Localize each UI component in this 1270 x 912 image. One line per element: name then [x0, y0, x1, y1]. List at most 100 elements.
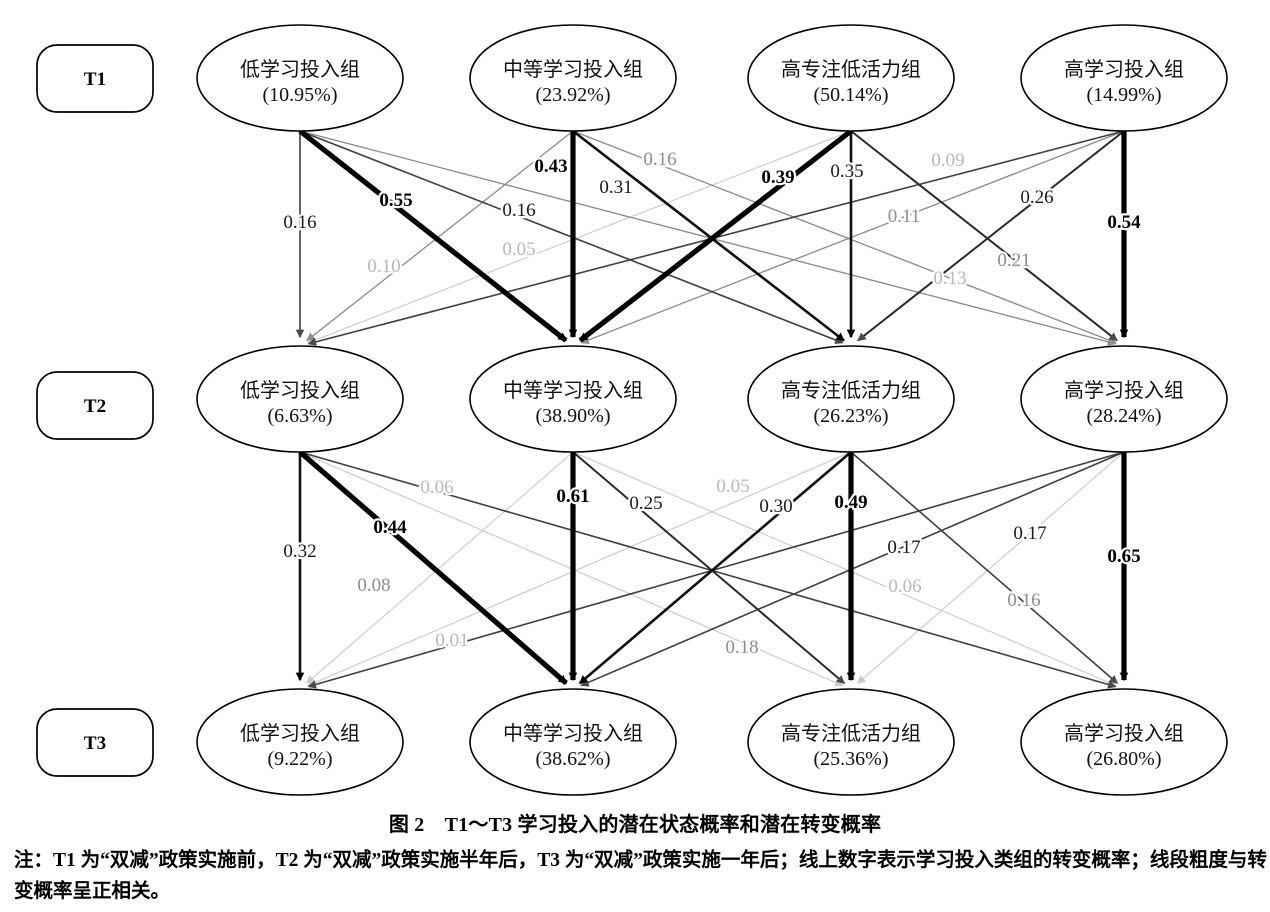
latent-class-node[interactable]: 中等学习投入组(23.92%) — [469, 24, 677, 132]
wave-box — [36, 708, 154, 777]
node-label: 高专注低活力组 — [781, 58, 921, 81]
transition-edge — [298, 128, 568, 343]
latent-class-node[interactable]: 高学习投入组(26.80%) — [1020, 688, 1228, 796]
node-probability: (10.95%) — [263, 84, 338, 106]
node-probability: (14.99%) — [1087, 84, 1162, 106]
node-ellipse — [469, 345, 677, 453]
node-label: 高学习投入组 — [1064, 58, 1184, 81]
transition-probability-label: 0.25 — [629, 493, 662, 514]
edges-layer — [295, 128, 1129, 689]
transition-probability-label: 0.17 — [1013, 523, 1046, 544]
node-label: 高专注低活力组 — [781, 379, 921, 402]
latent-class-node[interactable]: 低学习投入组(9.22%) — [196, 688, 404, 796]
transition-edge — [580, 130, 1125, 345]
transition-probability-label-halo: 0.13 — [933, 268, 966, 289]
transition-edge — [305, 451, 574, 684]
node-probability: (9.22%) — [268, 748, 333, 770]
transition-probability-label-halo: 0.16 — [502, 200, 535, 221]
node-ellipse — [1020, 24, 1228, 132]
transition-probability-label-halo: 0.16 — [643, 149, 676, 170]
transition-probability-label-halo: 0.11 — [888, 206, 921, 227]
node-ellipse — [196, 688, 404, 796]
wave-label-t2: T2 — [36, 371, 154, 440]
node-ellipse — [747, 345, 955, 453]
transition-edge — [850, 451, 1119, 684]
transition-probability-label-halo: 0.44 — [373, 517, 407, 538]
node-probability: (6.63%) — [268, 405, 333, 427]
transition-probability-label: 0.05 — [502, 239, 535, 260]
transition-probability-label-halo: 0.01 — [435, 630, 468, 651]
transition-probability-label: 0.35 — [830, 161, 863, 182]
wave-text: T2 — [84, 396, 106, 417]
transition-probability-label: 0.55 — [379, 190, 412, 211]
transition-edge — [299, 130, 1117, 347]
transition-probability-label-halo: 0.09 — [931, 150, 964, 171]
node-probability: (23.92%) — [536, 84, 611, 106]
transition-diagram: 0.160.160.550.550.160.160.130.130.100.10… — [36, 24, 1228, 796]
node-label: 高专注低活力组 — [781, 722, 921, 745]
transition-probability-label: 0.39 — [761, 167, 794, 188]
transition-edge — [306, 130, 574, 342]
transition-probability-label: 0.17 — [887, 537, 920, 558]
transition-probability-label: 0.06 — [888, 576, 921, 597]
node-probability: (25.36%) — [814, 748, 889, 770]
latent-class-node[interactable]: 高专注低活力组 (50.14%) — [747, 24, 955, 132]
transition-probability-label: 0.32 — [283, 541, 316, 562]
transition-probability-label: 0.10 — [367, 256, 400, 277]
transition-probability-label-halo: 0.54 — [1107, 212, 1141, 233]
transition-probability-label-halo: 0.55 — [379, 190, 412, 211]
wave-text: T1 — [84, 69, 106, 90]
transition-probability-label: 0.16 — [502, 200, 535, 221]
transition-probability-label-halo: 0.05 — [502, 239, 535, 260]
transition-probability-label: 0.65 — [1107, 546, 1140, 567]
node-label: 中等学习投入组 — [503, 722, 643, 745]
latent-class-node[interactable]: 中等学习投入组(38.90%) — [469, 345, 677, 453]
node-ellipse — [196, 24, 404, 132]
transition-probability-label: 0.31 — [599, 177, 632, 198]
transition-probability-label-halo: 0.35 — [830, 161, 863, 182]
node-label: 高学习投入组 — [1064, 722, 1184, 745]
node-probability: (28.24%) — [1087, 405, 1162, 427]
node-ellipse — [1020, 688, 1228, 796]
latent-class-node[interactable]: 低学习投入组(10.95%) — [196, 24, 404, 132]
transition-edge — [572, 451, 846, 684]
latent-class-node[interactable]: 高学习投入组 (14.99%) — [1020, 24, 1228, 132]
transition-probability-label-halo: 0.65 — [1107, 546, 1140, 567]
transition-probability-label-halo: 0.43 — [534, 156, 567, 177]
transition-probability-label: 0.01 — [435, 630, 468, 651]
transition-probability-label-halo: 0.31 — [599, 177, 632, 198]
transition-probability-label: 0.43 — [534, 156, 567, 177]
node-probability: (38.62%) — [536, 748, 611, 770]
transition-edge — [298, 450, 568, 686]
transition-probability-label: 0.08 — [357, 575, 390, 596]
transition-probability-label-halo: 0.26 — [1020, 187, 1053, 208]
node-ellipse — [196, 345, 404, 453]
transition-edge — [578, 451, 852, 685]
node-probability: (50.14%) — [814, 84, 889, 106]
node-ellipse — [747, 688, 955, 796]
transition-probability-label: 0.16 — [643, 149, 676, 170]
transition-probability-label: 0.30 — [759, 496, 792, 517]
transition-edge — [850, 130, 1118, 342]
figure-note: 注：T1 为“双减”政策实施前，T2 为“双减”政策实施半年后，T3 为“双减”… — [14, 850, 1267, 902]
transition-probability-label-halo: 0.25 — [629, 493, 662, 514]
transition-edge — [857, 130, 1125, 342]
transition-probability-label: 0.61 — [556, 486, 589, 507]
latent-class-node[interactable]: 高学习投入组 (28.24%) — [1020, 345, 1228, 453]
edge-labels-layer: 0.160.160.550.550.160.160.130.130.100.10… — [281, 147, 1143, 661]
transition-probability-label-halo: 0.06 — [420, 477, 453, 498]
latent-class-node[interactable]: 高专注低活力组 (25.36%) — [747, 688, 955, 796]
latent-class-node[interactable]: 中等学习投入组 (38.62%) — [469, 688, 677, 796]
node-ellipse — [469, 688, 677, 796]
latent-class-node[interactable]: 高专注低活力组(26.23%) — [747, 345, 955, 453]
wave-box — [36, 44, 154, 113]
figure-caption: 图 2 T1～T3 学习投入的潜在状态概率和潜在转变概率 — [388, 814, 882, 836]
transition-probability-label: 0.21 — [997, 250, 1030, 271]
node-label: 高学习投入组 — [1064, 379, 1184, 402]
transition-probability-label: 0.44 — [373, 517, 407, 538]
latent-class-node[interactable]: 低学习投入组(6.63%) — [196, 345, 404, 453]
transition-probability-label: 0.16 — [283, 212, 316, 233]
transition-probability-label: 0.49 — [834, 492, 867, 513]
transition-probability-label-halo: 0.39 — [761, 167, 794, 188]
